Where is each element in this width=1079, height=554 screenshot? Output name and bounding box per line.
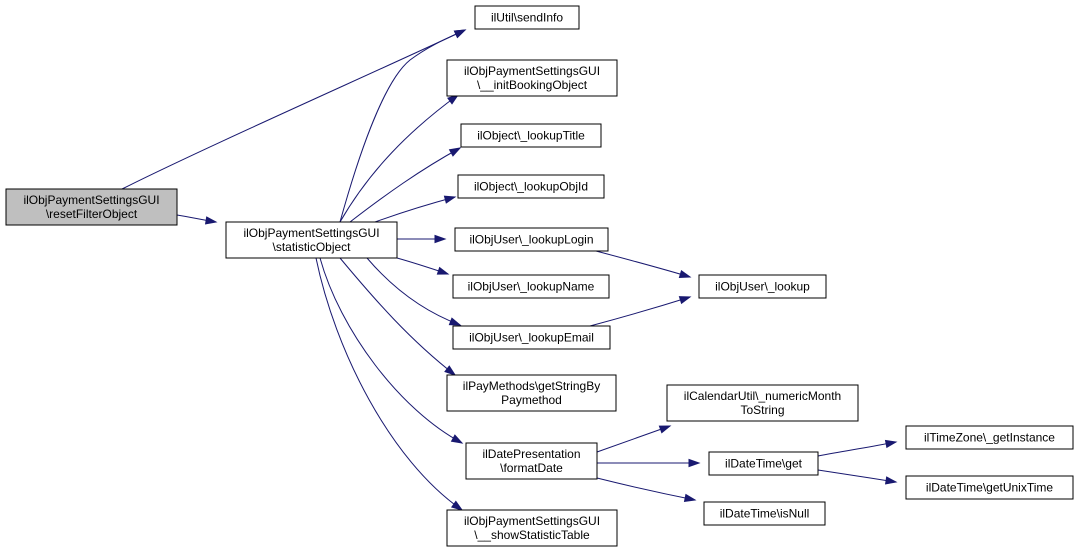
node-box[interactable] [905, 475, 1074, 500]
node-box[interactable] [452, 325, 611, 350]
edge-statistic-to-lookupobjid [374, 196, 456, 223]
node-lookupemail[interactable]: ilObjUser\_lookupEmail [452, 325, 611, 350]
node-reset[interactable]: ilObjPaymentSettingsGUI\resetFilterObjec… [5, 188, 178, 226]
node-label: ilDateTime\getUnixTime [926, 481, 1053, 495]
node-dtisnull[interactable]: ilDateTime\isNull [703, 501, 826, 526]
node-box[interactable] [446, 509, 618, 547]
arrowhead-formatdate-to-numericmonth [658, 425, 672, 434]
edge-lookuplogin-to-lookup [595, 250, 691, 278]
node-lookupobjid[interactable]: ilObject\_lookupObjId [457, 174, 605, 199]
node-box[interactable] [446, 59, 618, 97]
edge-statistic-to-getstringby [339, 257, 456, 376]
edge-statistic-to-formatdate [319, 257, 463, 444]
node-sendinfo[interactable]: ilUtil\sendInfo [474, 5, 580, 30]
node-box[interactable] [460, 123, 602, 148]
arrowhead-statistic-to-formatdate [450, 434, 464, 444]
node-box[interactable] [708, 451, 819, 476]
node-lookuptitle[interactable]: ilObject\_lookupTitle [460, 123, 602, 148]
node-label: \__initBookingObject [477, 78, 588, 92]
node-label: ToString [740, 403, 784, 417]
node-label: \__showStatisticTable [474, 528, 590, 542]
node-label: \resetFilterObject [46, 207, 138, 221]
arrowhead-statistic-to-sendinfo [453, 29, 467, 39]
node-box[interactable] [905, 425, 1074, 450]
node-tzget[interactable]: ilTimeZone\_getInstance [905, 425, 1074, 450]
node-label: ilObjPaymentSettingsGUI [23, 193, 159, 207]
node-label: ilObjUser\_lookupName [468, 280, 595, 294]
arrowhead-statistic-to-lookupname [436, 266, 450, 275]
nodes: ilObjPaymentSettingsGUI\resetFilterObjec… [5, 5, 1074, 547]
node-dtget[interactable]: ilDateTime\get [708, 451, 819, 476]
node-label: ilObjUser\_lookupLogin [469, 233, 593, 247]
node-label: ilUtil\sendInfo [491, 11, 563, 25]
node-label: \formatDate [500, 461, 563, 475]
node-lookuplogin[interactable]: ilObjUser\_lookupLogin [454, 227, 609, 252]
arrowhead-formatdate-to-dtisnull [683, 493, 697, 503]
arrowhead-statistic-to-getstringby [444, 365, 457, 376]
edge-statistic-to-showstat [315, 257, 463, 511]
node-box[interactable] [225, 221, 398, 259]
node-box[interactable] [446, 374, 617, 412]
edge-statistic-to-lookuptitle [349, 147, 461, 223]
node-statistic[interactable]: ilObjPaymentSettingsGUI\statisticObject [225, 221, 398, 259]
edge-dtget-to-unixtime [817, 469, 897, 483]
node-box[interactable] [474, 5, 580, 30]
edge-statistic-to-sendinfo [339, 29, 466, 223]
node-label: ilObject\_lookupObjId [474, 180, 588, 194]
arrowhead-lookupemail-to-lookup [678, 296, 692, 305]
arrowhead-dtget-to-unixtime [884, 476, 898, 485]
node-label: \statisticObject [272, 240, 351, 254]
node-showstat[interactable]: ilObjPaymentSettingsGUI\__showStatisticT… [446, 509, 618, 547]
node-label: ilCalendarUtil\_numericMonth [684, 389, 841, 403]
node-box[interactable] [465, 442, 598, 480]
arrowhead-formatdate-to-dtget [688, 458, 701, 468]
node-box[interactable] [698, 274, 827, 299]
edge-reset-to-sendinfo [121, 29, 466, 190]
node-label: ilDatePresentation [482, 447, 580, 461]
node-label: ilObjPaymentSettingsGUI [464, 64, 600, 78]
node-formatdate[interactable]: ilDatePresentation\formatDate [465, 442, 598, 480]
node-label: ilObjUser\_lookupEmail [469, 331, 594, 345]
arrowhead-statistic-to-lookuptitle [448, 147, 462, 157]
node-label: ilObject\_lookupTitle [477, 129, 585, 143]
node-label: ilDateTime\isNull [720, 507, 810, 521]
node-label: ilObjUser\_lookup [715, 280, 810, 294]
node-label: Paymethod [501, 393, 562, 407]
arrowhead-dtget-to-tzget [884, 439, 898, 449]
arrowhead-reset-to-statistic [204, 216, 218, 225]
node-box[interactable] [452, 274, 610, 299]
edge-formatdate-to-numericmonth [596, 425, 671, 453]
node-box[interactable] [454, 227, 609, 252]
node-label: ilDateTime\get [725, 457, 803, 471]
arrowhead-statistic-to-initbooking [447, 94, 460, 105]
node-box[interactable] [5, 188, 178, 226]
node-box[interactable] [666, 384, 859, 422]
edge-lookupemail-to-lookup [589, 296, 691, 327]
node-label: ilObjPaymentSettingsGUI [243, 226, 379, 240]
node-box[interactable] [457, 174, 605, 199]
node-lookupname[interactable]: ilObjUser\_lookupName [452, 274, 610, 299]
node-unixtime[interactable]: ilDateTime\getUnixTime [905, 475, 1074, 500]
arrowhead-statistic-to-lookuplogin [434, 234, 447, 244]
arrowhead-statistic-to-lookupemail [448, 317, 462, 326]
edges [121, 29, 898, 511]
edge-formatdate-to-dtisnull [596, 477, 696, 501]
edge-statistic-to-lookupemail [366, 257, 461, 326]
node-label: ilObjPaymentSettingsGUI [464, 514, 600, 528]
node-box[interactable] [703, 501, 826, 526]
arrowhead-statistic-to-showstat [450, 500, 464, 511]
edge-statistic-to-initbooking [339, 94, 459, 223]
node-lookup[interactable]: ilObjUser\_lookup [698, 274, 827, 299]
node-label: ilPayMethods\getStringBy [463, 379, 600, 393]
node-initbooking[interactable]: ilObjPaymentSettingsGUI\__initBookingObj… [446, 59, 618, 97]
node-label: ilTimeZone\_getInstance [924, 431, 1055, 445]
edge-dtget-to-tzget [817, 441, 897, 457]
arrowhead-lookuplogin-to-lookup [678, 269, 692, 279]
arrowhead-statistic-to-lookupobjid [443, 195, 457, 204]
